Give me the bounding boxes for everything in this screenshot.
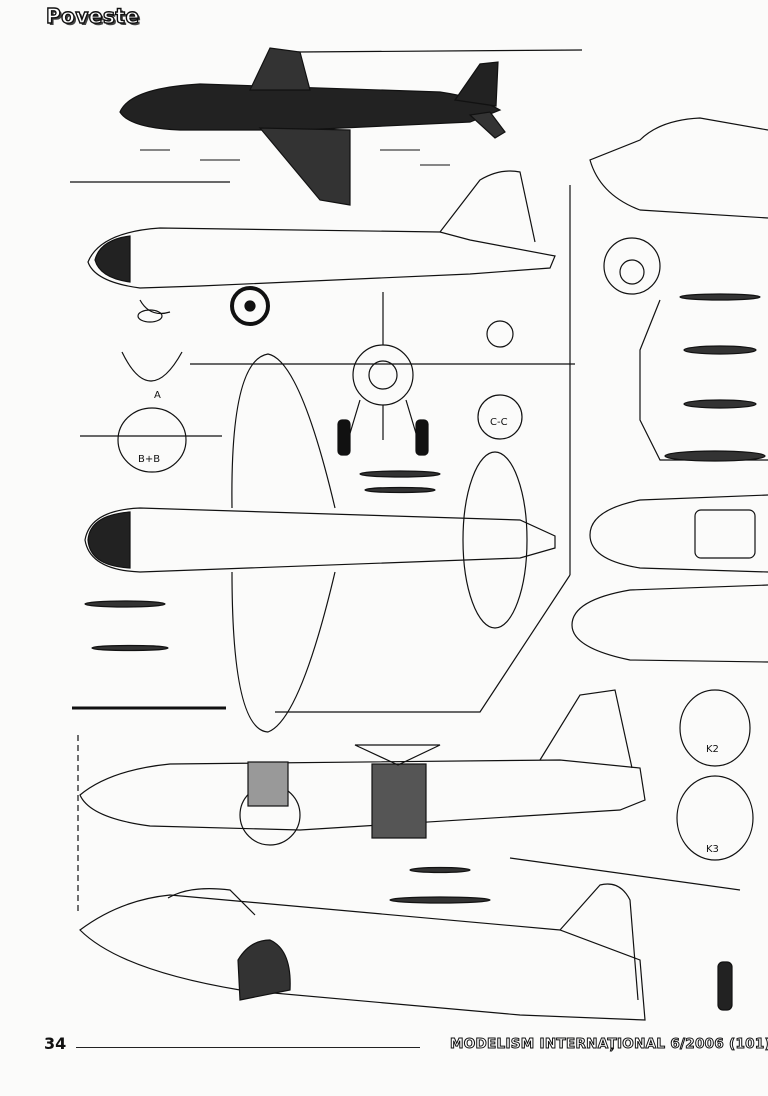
section-cc-outline xyxy=(477,394,523,440)
section-cc-label: C-C xyxy=(490,417,508,428)
side-view-aircraft xyxy=(87,170,556,326)
section-title: Poveste xyxy=(45,3,140,28)
front-view-aircraft xyxy=(190,292,575,456)
section-a-outline xyxy=(121,351,183,382)
detail-k3-label: K3 xyxy=(706,844,719,855)
lower-side-view xyxy=(79,866,646,1021)
top-view-aircraft xyxy=(84,353,556,733)
right-column-details xyxy=(509,117,768,1011)
publication-title: MODELISM INTERNAȚIONAL 6/2006 (101) xyxy=(449,1036,768,1053)
section-bb-outline xyxy=(117,407,187,473)
detail-k2-label: K2 xyxy=(706,744,719,755)
rule-line xyxy=(297,49,583,53)
cutaway-side-view xyxy=(79,689,646,846)
section-bb-label: B+B xyxy=(138,454,160,465)
frame-line xyxy=(275,574,571,713)
page-number: 34 xyxy=(44,1034,67,1053)
camouflaged-aircraft-illustration xyxy=(119,47,506,206)
footer-rule xyxy=(76,1047,420,1048)
section-a-label: A xyxy=(154,390,161,401)
